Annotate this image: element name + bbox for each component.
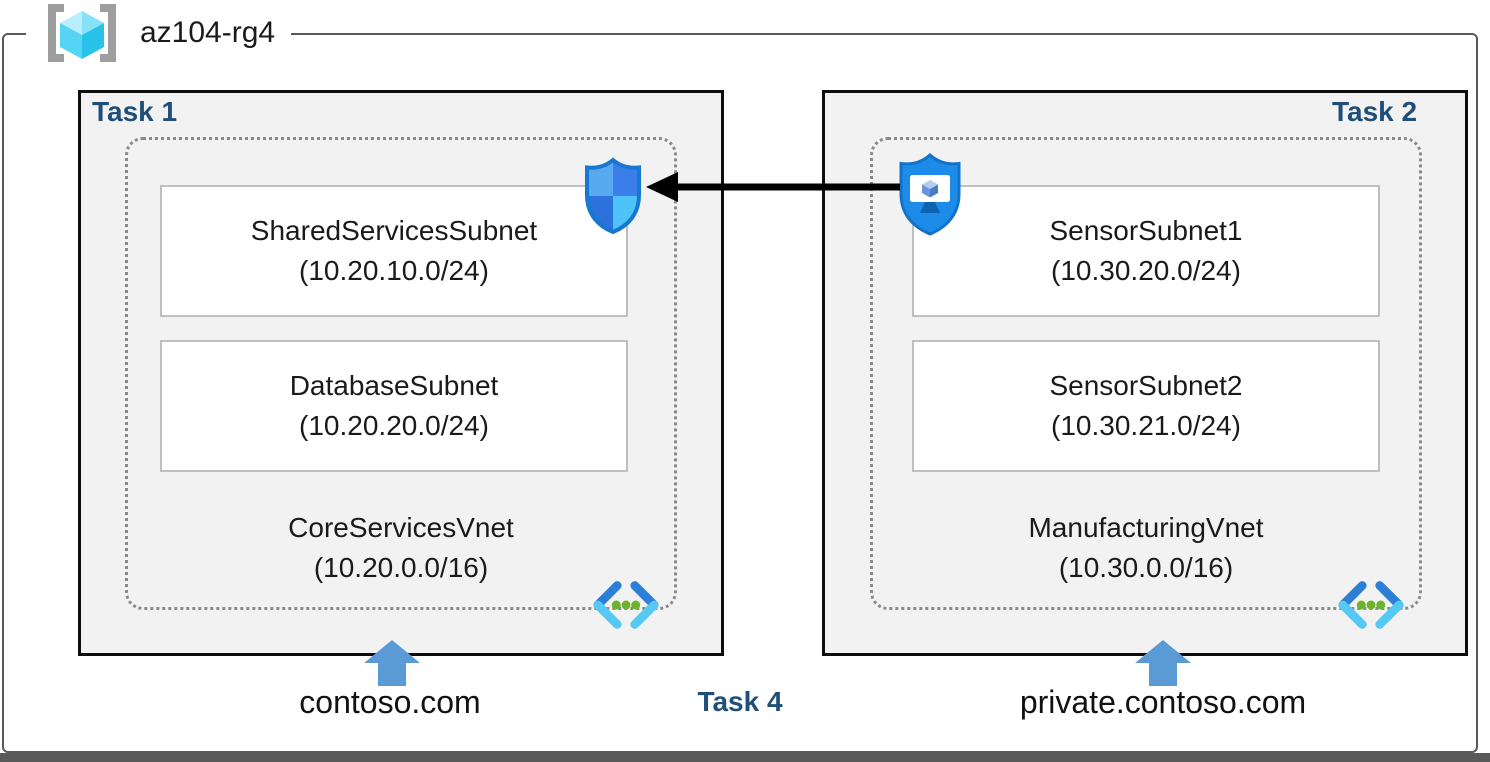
task4-label: Task 4 xyxy=(697,686,783,717)
database-subnet-box: DatabaseSubnet (10.20.20.0/24) xyxy=(160,340,628,472)
task1-label: Task 1 xyxy=(92,96,178,127)
core-services-vnet-label: CoreServicesVnet (10.20.0.0/16) xyxy=(125,508,677,588)
subnet-cidr: (10.20.10.0/24) xyxy=(299,255,489,286)
shared-services-subnet-box: SharedServicesSubnet (10.20.10.0/24) xyxy=(160,185,628,317)
subnet-name: SensorSubnet1 xyxy=(1049,215,1243,247)
black-left-arrow xyxy=(646,172,900,202)
resource-group-header: az104-rg4 xyxy=(26,0,292,66)
vnet-name: ManufacturingVnet xyxy=(1028,512,1264,543)
subnet-cidr: (10.20.20.0/24) xyxy=(299,410,489,441)
blue-up-arrow xyxy=(364,640,420,686)
resource-group-frame-bottom xyxy=(0,753,1490,762)
subnet-cidr: (10.30.21.0/24) xyxy=(1051,410,1241,441)
private-contoso-dns-label: private.contoso.com xyxy=(1019,684,1307,720)
shielded-monitor-icon xyxy=(899,153,961,236)
virtual-network-icon xyxy=(1338,581,1404,629)
vnet-cidr: (10.30.0.0/16) xyxy=(1058,551,1234,583)
vnet-cidr: (10.20.0.0/16) xyxy=(313,551,489,583)
subnet-name: SensorSubnet2 xyxy=(1049,370,1243,402)
sensor-subnet2-box: SensorSubnet2 (10.30.21.0/24) xyxy=(912,340,1380,472)
resource-group-icon xyxy=(48,4,116,62)
subnet-name: SharedServicesSubnet xyxy=(250,215,538,247)
manufacturing-vnet-boundary xyxy=(870,137,1422,610)
core-services-vnet-boundary xyxy=(125,137,677,610)
vnet-name: CoreServicesVnet xyxy=(288,512,514,543)
subnet-cidr: (10.30.20.0/24) xyxy=(1051,255,1241,286)
task2-label: Task 2 xyxy=(1332,96,1418,127)
sensor-subnet1-box: SensorSubnet1 (10.30.20.0/24) xyxy=(912,185,1380,317)
manufacturing-vnet-label: ManufacturingVnet (10.30.0.0/16) xyxy=(870,508,1422,588)
virtual-network-icon xyxy=(593,581,659,629)
resource-group-frame xyxy=(2,33,1478,753)
network-security-group-icon xyxy=(585,157,641,235)
resource-group-name: az104-rg4 xyxy=(140,16,276,49)
subnet-name: DatabaseSubnet xyxy=(289,370,499,402)
blue-up-arrow xyxy=(1135,640,1191,686)
contoso-dns-label: contoso.com xyxy=(299,684,481,720)
